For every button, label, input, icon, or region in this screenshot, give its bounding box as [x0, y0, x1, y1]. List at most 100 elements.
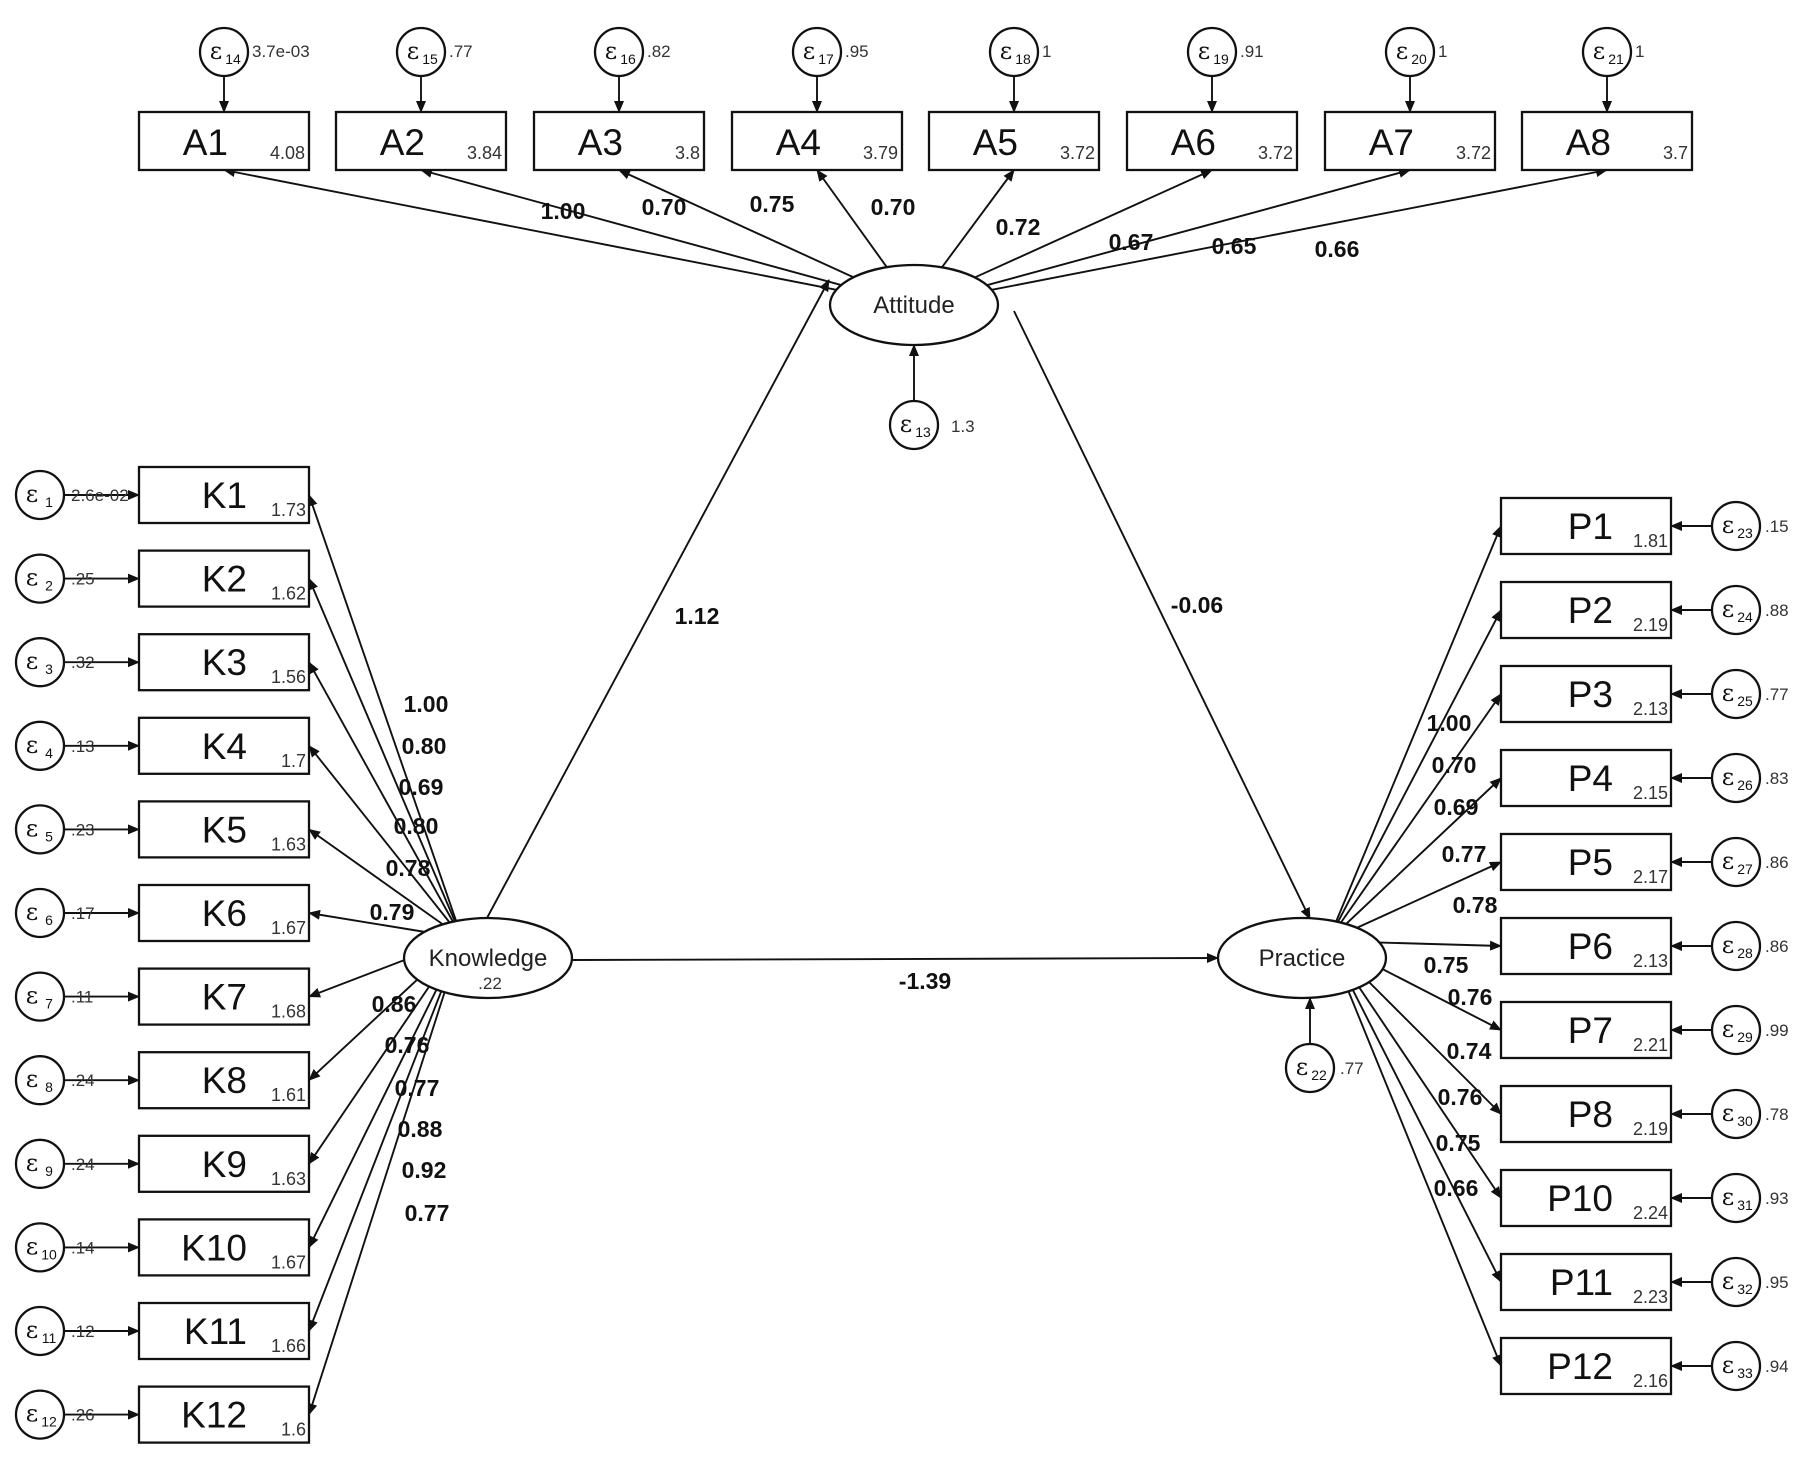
- error-e5-index: 5: [45, 828, 53, 844]
- error-e29-symbol: ε: [1722, 1015, 1734, 1043]
- attitude-item-a7-label: A7: [1369, 122, 1414, 163]
- error-e17-symbol: ε: [803, 37, 815, 65]
- error-e8-circle: [14, 1055, 66, 1106]
- error-e16-index: 16: [620, 51, 636, 67]
- practice-item-p10-label: P10: [1547, 1178, 1613, 1219]
- path-arrow-attitude-practice: [1013, 310, 1311, 920]
- error-e4-circle: [14, 720, 66, 771]
- loading-a3: 0.75: [750, 191, 795, 217]
- error-e5-symbol: ε: [26, 814, 38, 842]
- error-e21-symbol: ε: [1593, 37, 1605, 65]
- latent-knowledge-variance: .22: [478, 974, 502, 993]
- path-arrow-knowledge-practice: [571, 953, 1219, 964]
- knowledge-item-k2-intercept: 1.62: [271, 584, 306, 604]
- loading-k11: 0.92: [402, 1157, 447, 1183]
- error-e9-symbol: ε: [26, 1149, 38, 1177]
- error-e1-index: 1: [45, 494, 53, 510]
- loading-a4: 0.70: [871, 194, 916, 220]
- practice-item-p2-box: [1499, 580, 1673, 640]
- error-e23-index: 23: [1737, 525, 1753, 541]
- attitude-item-a2-box: [334, 110, 508, 172]
- latent-knowledge-label: Knowledge: [429, 945, 548, 972]
- error-e27-circle: [1710, 836, 1762, 888]
- knowledge-item-k1-box: [137, 465, 311, 525]
- error-e25-symbol: ε: [1722, 679, 1734, 707]
- error-e31-circle: [1710, 1172, 1762, 1224]
- error-e31-symbol: ε: [1722, 1183, 1734, 1211]
- error-e27-symbol: ε: [1722, 847, 1734, 875]
- loading-arrow-k3: [308, 661, 463, 939]
- disturbance-e13-index: 13: [915, 424, 931, 440]
- error-e9-circle: [14, 1138, 66, 1189]
- error-e1-symbol: ε: [26, 480, 38, 508]
- error-e8-symbol: ε: [26, 1065, 38, 1093]
- attitude-item-a3-intercept: 3.8: [675, 143, 700, 163]
- error-variance-e26: .83: [1765, 769, 1789, 788]
- disturbance-variance-e22: .77: [1340, 1059, 1364, 1078]
- practice-item-p4-intercept: 2.15: [1633, 783, 1668, 803]
- disturbance-e22-symbol: ε: [1296, 1053, 1308, 1081]
- knowledge-item-k4-intercept: 1.7: [281, 751, 306, 771]
- error-variance-e12: .26: [71, 1406, 95, 1425]
- error-e33-circle: [1710, 1340, 1762, 1392]
- practice-item-p11-label: P11: [1550, 1262, 1613, 1303]
- error-e30-symbol: ε: [1722, 1099, 1734, 1127]
- error-e16-symbol: ε: [605, 37, 617, 65]
- error-e30-index: 30: [1737, 1113, 1753, 1129]
- practice-item-p6-label: P6: [1568, 926, 1613, 967]
- knowledge-item-k11-label: K11: [184, 1311, 247, 1352]
- loading-arrow-a4: [816, 169, 888, 268]
- error-e4-symbol: ε: [26, 731, 38, 759]
- path-coef-knowledge-practice: -1.39: [899, 968, 951, 994]
- error-variance-e28: .86: [1765, 937, 1789, 956]
- error-variance-e16: .82: [647, 42, 671, 61]
- attitude-item-a1-label: A1: [183, 122, 228, 163]
- knowledge-item-k9-box: [137, 1134, 311, 1193]
- disturbance-e13-circle: [888, 399, 940, 451]
- loading-a1: 1.00: [541, 198, 586, 224]
- error-e26-symbol: ε: [1722, 763, 1734, 791]
- error-variance-e20: 1: [1438, 42, 1447, 61]
- disturbance-variance-e13: 1.3: [951, 417, 975, 436]
- error-e7-index: 7: [45, 996, 53, 1012]
- error-e21-circle: [1581, 26, 1633, 78]
- latent-practice-ellipse: [1216, 916, 1388, 1000]
- error-e29-index: 29: [1737, 1029, 1753, 1045]
- practice-item-p8-box: [1499, 1084, 1673, 1144]
- error-e28-index: 28: [1737, 945, 1753, 961]
- error-variance-e18: 1: [1042, 42, 1051, 61]
- loading-p10: 0.76: [1438, 1084, 1483, 1110]
- error-e12-index: 12: [41, 1414, 57, 1430]
- error-variance-e17: .95: [845, 42, 869, 61]
- error-variance-e30: .78: [1765, 1105, 1789, 1124]
- loading-k6: 0.79: [370, 899, 415, 925]
- error-variance-e32: .95: [1765, 1273, 1789, 1292]
- error-e4-index: 4: [45, 745, 53, 761]
- error-variance-e24: .88: [1765, 601, 1789, 620]
- path-coef-attitude-practice: -0.06: [1171, 592, 1223, 618]
- loading-arrow-a1: [223, 167, 837, 291]
- attitude-item-a8-label: A8: [1566, 122, 1611, 163]
- error-e2-index: 2: [45, 578, 53, 594]
- error-e26-circle: [1710, 752, 1762, 804]
- knowledge-item-k2-box: [137, 549, 311, 608]
- attitude-item-a4-box: [730, 110, 904, 172]
- error-variance-e10: .14: [71, 1238, 95, 1257]
- loading-p6: 0.75: [1424, 952, 1469, 978]
- latent-attitude-ellipse: [828, 263, 1000, 347]
- error-variance-e19: .91: [1240, 42, 1264, 61]
- error-variance-e11: .12: [71, 1322, 95, 1341]
- practice-item-p1-label: P1: [1568, 506, 1613, 547]
- loading-k10: 0.88: [398, 1116, 443, 1142]
- error-e18-circle: [988, 26, 1040, 78]
- practice-item-p8-label: P8: [1568, 1094, 1613, 1135]
- practice-item-p3-label: P3: [1568, 674, 1613, 715]
- knowledge-item-k6-label: K6: [202, 893, 247, 934]
- loading-arrow-a6: [974, 169, 1213, 279]
- loading-arrow-a7: [986, 168, 1411, 287]
- error-e1-circle: [14, 469, 66, 521]
- knowledge-item-k11-box: [137, 1301, 311, 1361]
- loading-arrow-p12: [1327, 940, 1502, 1367]
- attitude-item-a8-box: [1520, 110, 1694, 172]
- loading-arrow-p11: [1327, 940, 1502, 1283]
